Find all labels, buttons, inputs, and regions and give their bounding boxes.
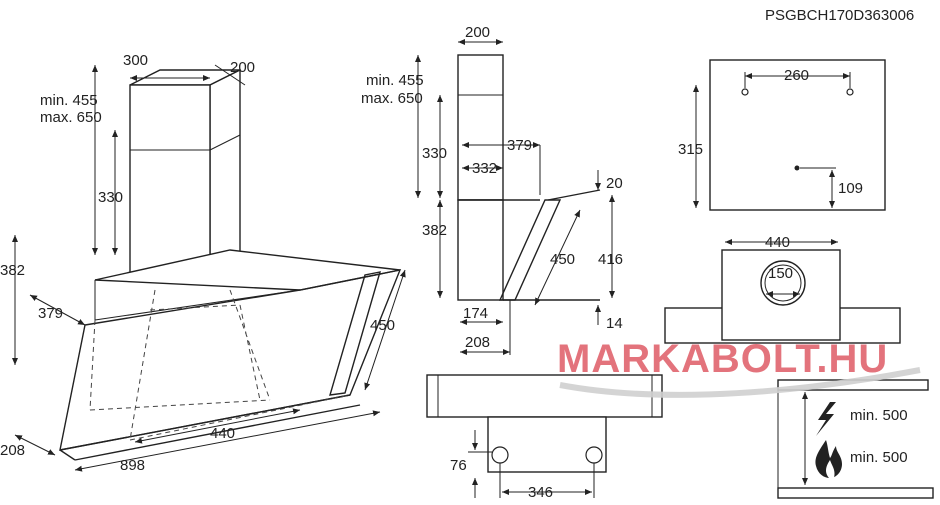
side-body — [457, 199, 504, 301]
side-dim-chimney-width: 200 — [465, 24, 490, 41]
wall-hole-left — [741, 88, 749, 96]
dim-bottom-width: 440 — [210, 425, 235, 442]
view-3d: 300 200 min. 455 max. 650 330 382 379 45… — [0, 52, 406, 474]
view-bracket: 76 346 — [426, 374, 663, 501]
side-chimney — [457, 54, 504, 201]
bracket-dim-spacing: 346 — [528, 484, 553, 501]
side-dim-chimney-lower: 330 — [422, 145, 447, 162]
wall-dim-height: 315 — [678, 141, 703, 158]
dim-front-depth: 208 — [0, 442, 25, 459]
view-side: 200 min. 455 max. 650 330 379 332 20 382… — [361, 24, 623, 355]
watermark: MARKABOLT.HU — [557, 337, 921, 398]
clearance-gas-label: min. 500 — [850, 449, 908, 466]
clearance-hob — [777, 487, 934, 499]
lightning-icon — [816, 402, 836, 436]
side-dim-height: 382 — [422, 222, 447, 239]
chimney-side — [209, 68, 241, 277]
watermark-text: MARKABOLT.HU — [557, 337, 888, 381]
product-code: PSGBCH170D363006 — [765, 7, 914, 24]
bracket-dim-height: 76 — [450, 457, 467, 474]
dim-canopy-depth: 379 — [38, 305, 63, 322]
side-dim-front-height: 416 — [598, 251, 623, 268]
view-top: 150 440 — [664, 234, 901, 344]
side-dim-outer-depth: 379 — [507, 137, 532, 154]
hidden-lines — [89, 289, 351, 441]
watermark-swoosh — [559, 367, 921, 398]
dim-chimney-width: 300 — [123, 52, 148, 69]
bracket-hole-right — [585, 446, 603, 464]
wall-hole-right — [846, 88, 854, 96]
side-dim-max: max. 650 — [361, 90, 423, 107]
side-glass — [498, 199, 562, 301]
dim-chimney-min: min. 455 — [40, 92, 98, 109]
wall-plate — [709, 59, 886, 211]
dim-canopy-height: 382 — [0, 262, 25, 279]
wall-dim-hole-spacing: 260 — [784, 67, 809, 84]
bracket-top — [426, 374, 663, 418]
bracket-body — [487, 416, 607, 473]
side-dim-base-depth: 174 — [463, 305, 488, 322]
dim-total-width: 898 — [120, 457, 145, 474]
side-dim-bottom-offset: 14 — [606, 315, 623, 332]
top-dim-width: 440 — [765, 234, 790, 251]
wall-dim-lower-hole: 109 — [838, 180, 863, 197]
glass-panel — [59, 269, 402, 451]
side-dim-min: min. 455 — [366, 72, 424, 89]
bracket-hole-left — [491, 446, 509, 464]
dim-chimney-max: max. 650 — [40, 109, 102, 126]
chimney-front — [129, 84, 211, 276]
view-wall: 260 315 109 — [678, 59, 886, 211]
wall-hole-lower — [794, 165, 800, 171]
dim-glass-length: 450 — [370, 317, 395, 334]
side-dim-glass-length: 450 — [550, 251, 575, 268]
clearance-electric-label: min. 500 — [850, 407, 908, 424]
top-dim-outlet: 150 — [768, 265, 793, 282]
dim-chimney-depth: 200 — [230, 59, 255, 76]
side-dim-top-offset: 20 — [606, 175, 623, 192]
view-clearance: min. 500 min. 500 — [777, 379, 934, 499]
side-dim-total-depth: 208 — [465, 334, 490, 351]
flame-icon — [815, 440, 842, 478]
dim-chimney-lower: 330 — [98, 189, 123, 206]
side-dim-inner-depth: 332 — [472, 160, 497, 177]
